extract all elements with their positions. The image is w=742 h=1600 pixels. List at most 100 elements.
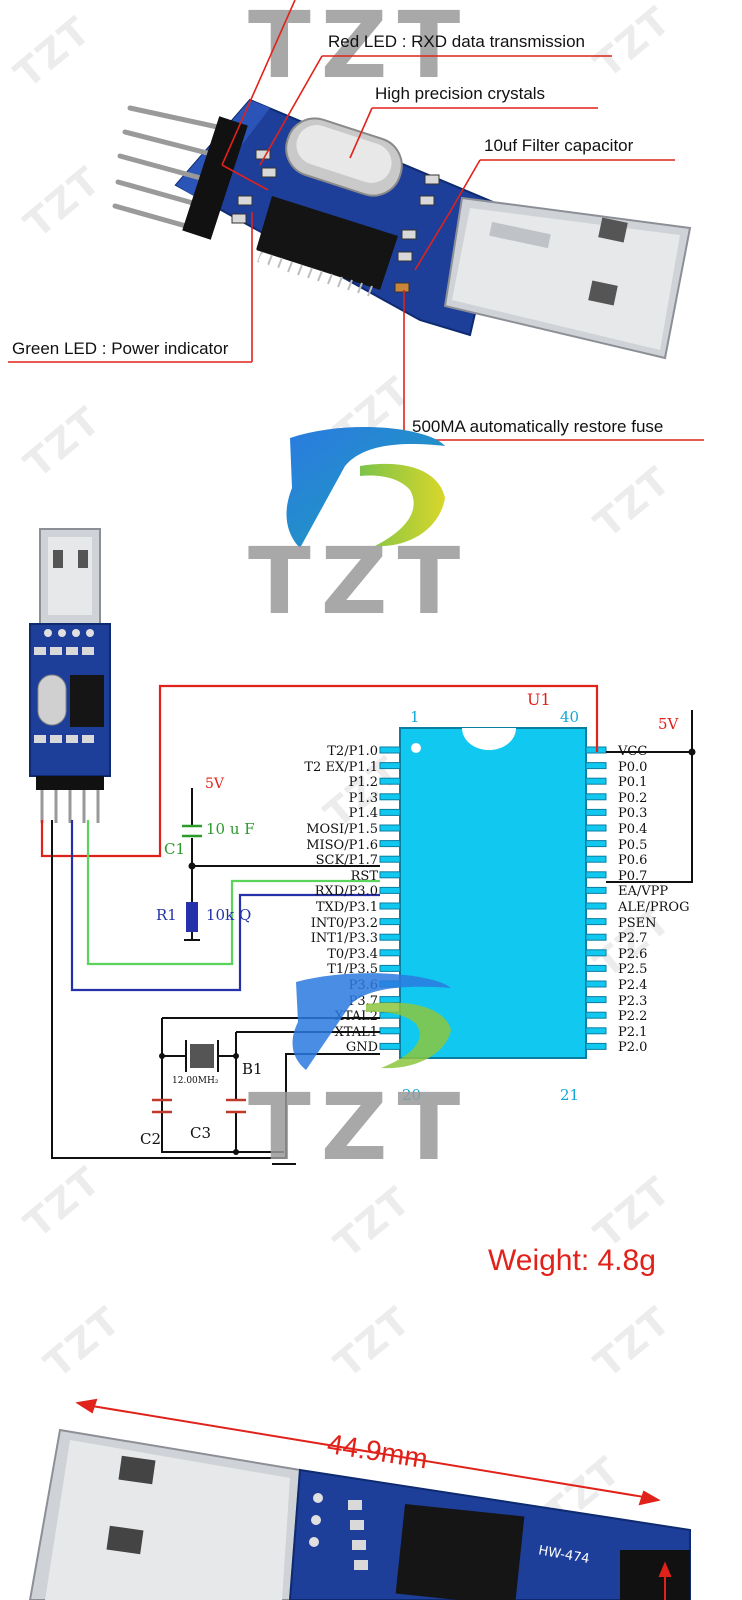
ic-chip (256, 196, 398, 297)
watermark: TZT (325, 1297, 420, 1387)
chip-pin-stub (379, 793, 401, 801)
right-pin-label: P2.4 (618, 978, 648, 993)
right-pin-label: P0.3 (618, 806, 648, 822)
pin-21-number: 21 (560, 1086, 580, 1104)
chip-pin-stub (585, 762, 607, 770)
pin-40-number: 40 (560, 708, 580, 726)
chip-pin-stub (585, 964, 607, 972)
right-pin-label: ALE/PROG (618, 900, 690, 915)
chip-pin-stub (379, 902, 401, 910)
left-pin-label: XTAL1 (334, 1024, 378, 1040)
chip-pin-stub (585, 980, 607, 988)
right-pin-label: P0.7 (618, 868, 648, 884)
callout-capacitor: 10uf Filter capacitor (484, 136, 634, 155)
callout-fuse: 500MA automatically restore fuse (412, 417, 664, 436)
weight-label: Weight: 4.8g (488, 1244, 656, 1277)
tzt-logo-text: TZT (248, 1074, 471, 1181)
right-pin-label: P0.0 (618, 759, 648, 775)
right-pin-label: P2.2 (618, 1009, 648, 1025)
res-r1 (186, 902, 198, 932)
right-pin-label: P2.0 (618, 1040, 648, 1056)
tzt-logo-text: TZT (248, 528, 471, 635)
chip-pin-stub (585, 793, 607, 801)
chip-pin-stub (379, 871, 401, 879)
chip-pin-stub (585, 1011, 607, 1019)
left-pin-label: RST (350, 868, 378, 884)
right-pin-label: P2.5 (618, 962, 648, 978)
left-pin-label: MOSI/P1.5 (306, 822, 378, 837)
vcc-5v-label: 5V (658, 715, 679, 733)
chip-pin-stub (379, 1027, 401, 1035)
board-side-photo (29, 528, 111, 823)
left-pin-label: MISO/P1.6 (306, 837, 378, 853)
chip-pin-stub (585, 886, 607, 894)
chip-pin-stub (585, 1027, 607, 1035)
cap-c1-name: C1 (164, 840, 186, 858)
watermark: TZT (35, 1297, 130, 1387)
vcc-wire (606, 710, 693, 883)
cap-c2-name: C2 (140, 1130, 162, 1148)
right-pin-label: P0.6 (618, 853, 648, 869)
res-r1-value: 10k Q (206, 906, 252, 924)
crystal-b1 (185, 1040, 219, 1072)
left-pin-label: INT0/P3.2 (310, 915, 378, 931)
chip-pin-stub (379, 808, 401, 816)
ground-wire (51, 820, 380, 1165)
right-pin-label: VCC (618, 744, 648, 759)
chip-name: U1 (527, 690, 551, 709)
crystal-name: B1 (242, 1060, 263, 1078)
chip-pin-stub (379, 824, 401, 832)
left-pin-label: P1.3 (348, 790, 378, 806)
chip-pin-stub (379, 777, 401, 785)
left-pin-label: P1.4 (348, 806, 378, 822)
callout-crystal: High precision crystals (375, 84, 546, 103)
right-pin-label: EA/VPP (618, 884, 669, 900)
tzt-logo-icon (292, 973, 451, 1070)
green-wire (86, 820, 380, 966)
right-pin-label: P2.6 (618, 946, 648, 962)
chip-pin-stub (585, 918, 607, 926)
chip-pin-stub (379, 933, 401, 941)
chip-notch (462, 728, 516, 751)
left-pin-label: T0/P3.4 (327, 946, 378, 962)
chip-pin-stub (585, 949, 607, 957)
chip-pin-stub (585, 824, 607, 832)
red-wire (40, 684, 599, 858)
chip-pin-stub (585, 902, 607, 910)
chip-pin-stub (379, 964, 401, 972)
right-pin-label: P2.3 (618, 993, 648, 1009)
right-pin-label: P0.2 (618, 790, 648, 806)
left-pin-label: RXD/P3.0 (314, 884, 378, 900)
usb-connector (443, 196, 692, 360)
chip-pin-stub (585, 933, 607, 941)
right-pin-label: P0.4 (618, 822, 648, 837)
chip-pin-stub (379, 746, 401, 754)
cap-c3-name: C3 (190, 1124, 212, 1142)
chip-pin-stub (585, 996, 607, 1004)
mcu-chip (399, 727, 587, 1059)
chip-pin-stub (379, 1042, 401, 1050)
callout-green-led: Green LED : Power indicator (12, 339, 229, 358)
chip-pin-stub (585, 808, 607, 816)
chip-pin-stub (379, 886, 401, 894)
right-pin-label: P2.7 (618, 931, 648, 947)
callout-leader-lines (8, 0, 704, 441)
left-pin-label: P1.2 (348, 775, 378, 791)
header-block (182, 116, 248, 240)
cap-c1-value: 10 u F (206, 820, 255, 838)
cap-c3 (226, 1098, 246, 1114)
rst-5v-label: 5V (205, 776, 225, 792)
reset-network (184, 788, 380, 941)
dimension-arrow (75, 1398, 672, 1600)
blue-wire (70, 820, 380, 992)
cap-c1 (182, 824, 202, 838)
left-pin-label: T2 EX/P1.1 (304, 759, 378, 775)
pin-1-number: 1 (410, 708, 420, 726)
left-pin-label: GND (345, 1040, 378, 1056)
pin-20-number: 20 (402, 1086, 422, 1104)
watermark: TZT (585, 457, 680, 547)
chip-pin-stub (379, 762, 401, 770)
left-pin-label: SCK/P1.7 (315, 853, 378, 869)
left-pin-label: TXD/P3.1 (315, 900, 378, 915)
dimension-photo: HW-474 (28, 1398, 691, 1600)
